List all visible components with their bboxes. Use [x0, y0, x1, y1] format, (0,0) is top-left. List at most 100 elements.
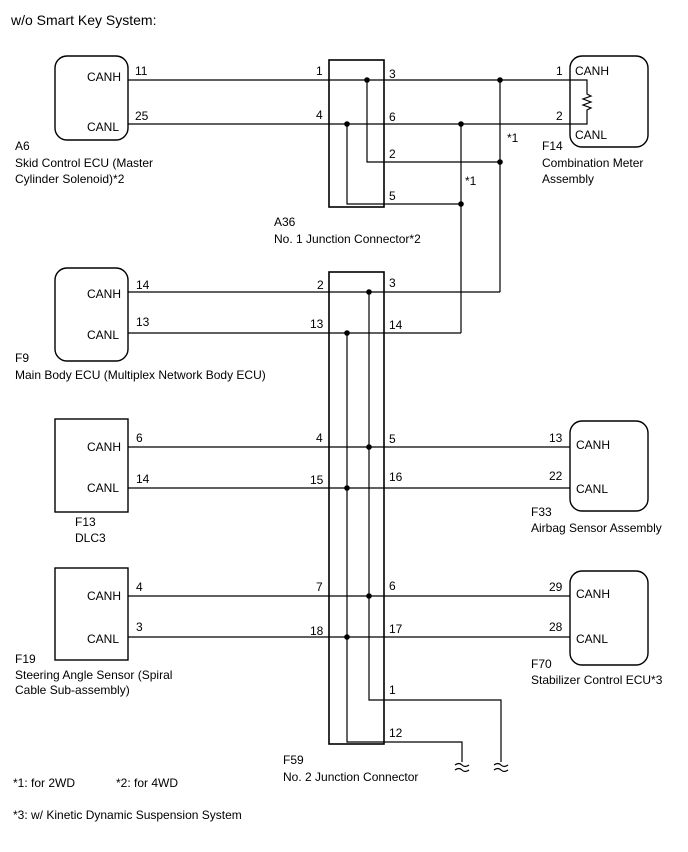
- ecu-f70-code: F70: [531, 657, 552, 671]
- ecu-f70-canh: CANH: [576, 587, 610, 601]
- f59-pin: 7: [316, 580, 323, 594]
- ecu-f14-name-line2: Assembly: [542, 172, 594, 186]
- ecu-f14-box: [569, 55, 649, 148]
- ecu-f19-name-line1: Steering Angle Sensor (Spiral: [15, 668, 172, 682]
- a36-pin: 6: [389, 110, 396, 124]
- ecu-f19-canh: CANH: [87, 589, 121, 603]
- ecu-f9-canh: CANH: [87, 287, 121, 301]
- splice-dot: [458, 201, 464, 207]
- ecu-f9: CANH CANL F9 Main Body ECU (Multiplex Ne…: [15, 267, 266, 382]
- ecu-f33-canl: CANL: [576, 482, 608, 496]
- termination-resistor-icon: [570, 79, 593, 125]
- ecu-f70-pin-l: 28: [549, 620, 563, 634]
- ecu-f70-canl: CANL: [576, 632, 608, 646]
- connector-f59: 2 3 13 14 4 5 15 16 7 6 18 17 1 12 F59 N…: [283, 271, 418, 784]
- f59-pin: 12: [389, 726, 403, 740]
- f59-pin: 14: [389, 318, 403, 332]
- wire-f59-pin1: [384, 699, 502, 762]
- note-kdss: *3: w/ Kinetic Dynamic Suspension System: [13, 808, 242, 822]
- ecu-f33: CANH CANL F33 Airbag Sensor Assembly 13 …: [531, 420, 662, 535]
- ecu-f33-code: F33: [531, 505, 552, 519]
- ecu-f19-name-line2: Cable Sub-assembly): [15, 683, 130, 697]
- ecu-f33-pin-h: 13: [549, 431, 563, 445]
- splice-points: [344, 77, 503, 640]
- ecu-f19: CANH CANL F19 Steering Angle Sensor (Spi…: [15, 567, 172, 697]
- a36-pin: 3: [389, 67, 396, 81]
- ecu-f33-box: [569, 420, 649, 512]
- ecu-f70-box: [569, 570, 649, 666]
- ecu-f14-code: F14: [542, 139, 563, 153]
- ecu-f14-pin-h: 1: [556, 64, 563, 78]
- ecu-f13-pin-h: 6: [136, 431, 143, 445]
- ecu-f9-name: Main Body ECU (Multiplex Network Body EC…: [15, 368, 266, 382]
- f59-pin: 15: [310, 473, 324, 487]
- ecu-f14-pin-l: 2: [556, 109, 563, 123]
- f59-canl-bus: [346, 333, 384, 743]
- open-terminal-icon: [454, 762, 470, 773]
- ecu-f14: CANH CANL F14 Combination Meter Assembly…: [542, 55, 649, 186]
- connector-a36-body: [328, 59, 385, 208]
- a36-internal-h: [329, 79, 384, 163]
- a36-pin: 4: [316, 108, 323, 122]
- note-4wd: *2: for 4WD: [116, 776, 178, 790]
- f59-pin: 1: [389, 683, 396, 697]
- splice-dot: [344, 330, 350, 336]
- f59-pin: 16: [389, 470, 403, 484]
- ecu-f14-canh: CANH: [575, 64, 609, 78]
- f59-pin: 13: [310, 317, 324, 331]
- ecu-a6-canl: CANL: [87, 120, 119, 134]
- ecu-f9-pin-l: 13: [136, 315, 150, 329]
- ecu-f9-canl: CANL: [87, 328, 119, 342]
- connector-f59-code: F59: [283, 753, 304, 767]
- ecu-f13-canl: CANL: [87, 481, 119, 495]
- ecu-a6-box: [54, 55, 129, 141]
- f59-canh-bus: [368, 292, 384, 701]
- ecu-f13-name: DLC3: [75, 531, 106, 545]
- open-terminal-icon: [493, 762, 509, 773]
- ecu-f14-canl: CANL: [575, 128, 607, 142]
- splice-dot: [366, 593, 372, 599]
- f59-pin: 2: [317, 278, 324, 292]
- ecu-a6-pin-l: 25: [135, 109, 149, 123]
- ecu-a6-name-line1: Skid Control ECU (Master: [15, 156, 153, 170]
- f59-pin: 3: [389, 276, 396, 290]
- wire-f59-pin12: [384, 741, 463, 762]
- splice-dot: [344, 634, 350, 640]
- f59-pin: 4: [316, 431, 323, 445]
- ecu-f19-code: F19: [15, 652, 36, 666]
- ecu-a6-pin-h: 11: [135, 64, 148, 78]
- splice-dot: [366, 289, 372, 295]
- connector-a36-name: No. 1 Junction Connector*2: [274, 232, 421, 246]
- diagram-title: w/o Smart Key System:: [10, 12, 156, 28]
- connector-a36-code: A36: [274, 215, 296, 229]
- connector-f59-name: No. 2 Junction Connector: [283, 770, 418, 784]
- ecu-f14-name-line1: Combination Meter: [542, 156, 643, 170]
- ecu-f9-code: F9: [15, 351, 29, 365]
- ecu-a6-code: A6: [15, 139, 30, 153]
- ecu-f70-pin-h: 29: [549, 580, 563, 594]
- ecu-f13-code: F13: [75, 515, 96, 529]
- splice-dot: [366, 444, 372, 450]
- ecu-f33-canh: CANH: [576, 438, 610, 452]
- splice-dot: [497, 77, 503, 83]
- ecu-f33-pin-l: 22: [549, 469, 563, 483]
- ecu-a6-name-line2: Cylinder Solenoid)*2: [15, 172, 125, 186]
- f59-pin: 6: [389, 579, 396, 593]
- ecu-f13: CANH CANL F13 DLC3 6 14: [54, 418, 150, 545]
- a36-pin: 2: [389, 147, 396, 161]
- connector-f59-body: [328, 271, 385, 745]
- a36-pin: 5: [389, 189, 396, 203]
- f59-pin: 5: [389, 432, 396, 446]
- connector-a36: 1 3 4 6 2 5 A36 No. 1 Junction Connector…: [274, 59, 421, 246]
- ecu-f70: CANH CANL F70 Stabilizer Control ECU*3 2…: [531, 570, 663, 687]
- splice-dot: [458, 121, 464, 127]
- f59-pin: 18: [310, 624, 324, 638]
- ecu-a6-canh: CANH: [87, 70, 121, 84]
- mark-star1: *1: [507, 131, 519, 145]
- ecu-f70-name: Stabilizer Control ECU*3: [531, 673, 663, 687]
- a36-internal-l: [329, 123, 384, 205]
- ecu-f33-name: Airbag Sensor Assembly: [531, 521, 662, 535]
- ecu-a6: CANH CANL A6 Skid Control ECU (Master Cy…: [15, 55, 153, 186]
- note-2wd: *1: for 2WD: [13, 776, 75, 790]
